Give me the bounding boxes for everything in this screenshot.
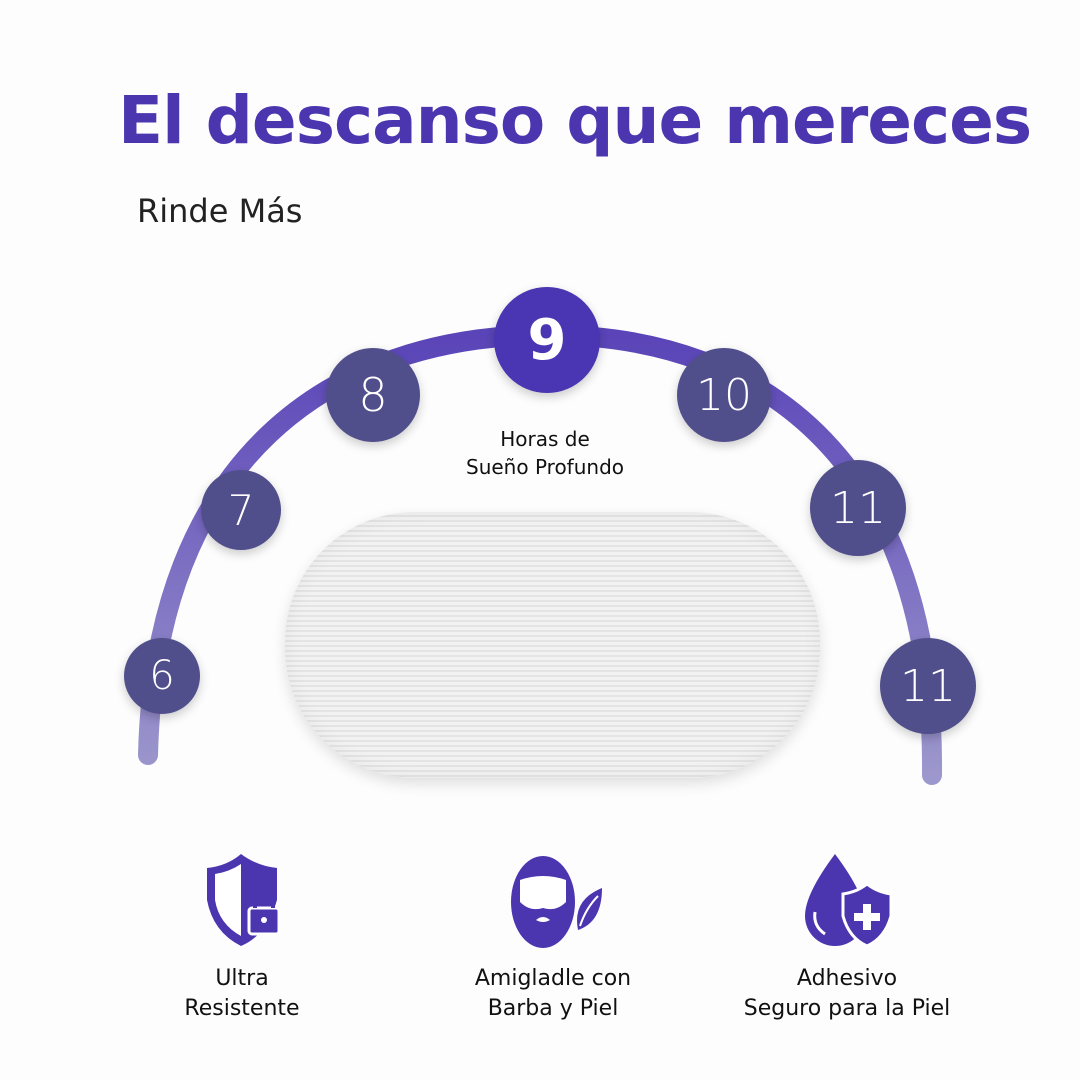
hour-node-11b: 11 <box>880 638 976 734</box>
hour-node-10: 10 <box>677 348 771 442</box>
hour-node-9-active: 9 <box>494 287 600 393</box>
feature-adhesivo-seguro: Adhesivo Seguro para la Piel <box>697 850 997 1024</box>
hour-node-8: 8 <box>326 348 420 442</box>
hours-caption: Horas de Sueño Profundo <box>420 425 670 481</box>
beard-leaf-icon <box>511 856 602 948</box>
hour-node-6: 6 <box>124 638 200 714</box>
hour-node-7: 7 <box>201 470 281 550</box>
subheadline: Rinde Más <box>137 192 303 230</box>
feature-amigable-barba: Amigladle con Barba y Piel <box>403 850 703 1024</box>
product-patch-image <box>285 512 820 778</box>
feature-ultra-resistente: Ultra Resistente <box>92 850 392 1024</box>
feature-label-1: Adhesivo <box>796 966 898 991</box>
feature-label-1: Ultra <box>215 966 269 991</box>
feature-label-2: Barba y Piel <box>487 996 619 1021</box>
feature-label-2: Seguro para la Piel <box>743 996 951 1021</box>
feature-label-1: Amigladle con <box>474 966 632 991</box>
caption-line-2: Sueño Profundo <box>466 455 624 479</box>
hour-node-11a: 11 <box>810 460 906 556</box>
drop-shield-icon <box>805 854 893 948</box>
feature-label-2: Resistente <box>184 996 300 1021</box>
caption-line-1: Horas de <box>500 427 590 451</box>
shield-lock-icon <box>207 854 281 946</box>
headline: El descanso que mereces <box>118 82 1032 159</box>
